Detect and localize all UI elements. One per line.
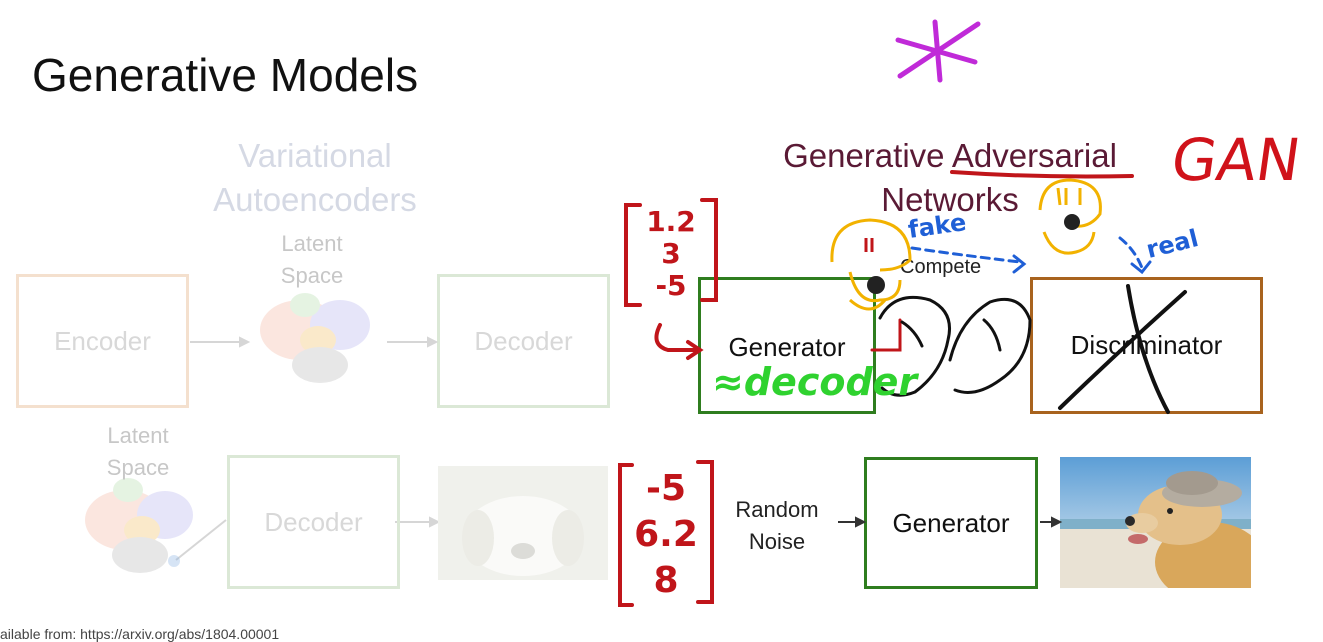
generator-face-doodle	[830, 218, 912, 311]
vae-decoder-box: Decoder	[437, 274, 610, 408]
red-arrow-from-generator	[870, 318, 902, 352]
vae-heading-line1: Variational	[238, 137, 392, 174]
latent-label-line2: Space	[280, 263, 344, 288]
bottom-generator-box: Generator	[864, 457, 1038, 589]
discriminator-face-doodle	[1038, 178, 1102, 255]
gan-acronym: GAN	[1167, 126, 1305, 194]
bottom-vector-value-1: -5	[646, 468, 686, 509]
encoder-label: Encoder	[54, 325, 151, 356]
cross-out-mark	[1058, 284, 1187, 414]
bottom-vector-brackets	[618, 460, 714, 607]
top-vector-brackets	[624, 198, 718, 307]
latent-scatter-bottom	[85, 478, 193, 573]
top-vector-value-2: 3	[661, 237, 681, 270]
bottom-vae-decoder-label: Decoder	[264, 506, 363, 537]
dog-photo-drawing	[1060, 457, 1251, 588]
vae-decoder-label: Decoder	[474, 325, 573, 356]
bottom-vae-decoder-box: Decoder	[227, 455, 400, 589]
bottom-vector-value-2: 6.2	[634, 514, 698, 555]
bottom-latent-label-line1: Latent	[107, 423, 169, 448]
arm-wrestling-doodle	[878, 295, 1032, 397]
generated-dog-photo	[1060, 457, 1251, 588]
discriminator-box: Discriminator	[1030, 277, 1263, 414]
random-noise-line2: Noise	[748, 529, 806, 554]
star-doodle	[895, 19, 981, 83]
underline-adversarial	[950, 170, 1134, 179]
latent-scatter-top	[260, 293, 370, 383]
top-vector-value-3: -5	[655, 269, 687, 302]
faded-dog-drawing	[438, 466, 608, 580]
latent-space-label: Latent Space	[262, 228, 362, 292]
faded-dog-image	[438, 466, 608, 580]
bottom-vector-value-3: 8	[653, 560, 679, 601]
top-vector: 1.2 3 -5	[636, 206, 706, 302]
red-arrow-to-generator	[654, 323, 700, 352]
top-vector-value-1: 1.2	[646, 205, 696, 238]
bottom-vector: -5 6.2 8	[626, 466, 706, 604]
slide-title: Generative Models	[32, 49, 419, 101]
gan-heading: Generative Adversarial Networks	[750, 134, 1150, 222]
latent-label-line1: Latent	[281, 231, 343, 256]
bottom-latent-space-label: Latent Space	[88, 420, 188, 484]
fake-arrow	[910, 236, 1144, 270]
vae-heading: Variational Autoencoders	[185, 134, 445, 222]
decoder-note: ≈decoder	[712, 360, 918, 404]
discriminator-label: Discriminator	[1070, 330, 1223, 360]
gan-heading-line1: Generative Adversarial	[783, 137, 1117, 174]
random-noise-line1: Random	[735, 497, 819, 522]
random-noise-label: Random Noise	[720, 494, 834, 558]
generator-label: Generator	[728, 332, 846, 362]
compete-label: Compete	[900, 256, 982, 278]
bottom-generator-label: Generator	[892, 507, 1010, 538]
source-citation: ailable from: https://arxiv.org/abs/1804…	[0, 626, 280, 642]
bottom-latent-label-line2: Space	[106, 455, 170, 480]
gan-heading-line2: Networks	[881, 181, 1019, 218]
vae-heading-line2: Autoencoders	[213, 181, 417, 218]
generator-box: Generator	[698, 277, 876, 414]
encoder-box: Encoder	[16, 274, 189, 408]
